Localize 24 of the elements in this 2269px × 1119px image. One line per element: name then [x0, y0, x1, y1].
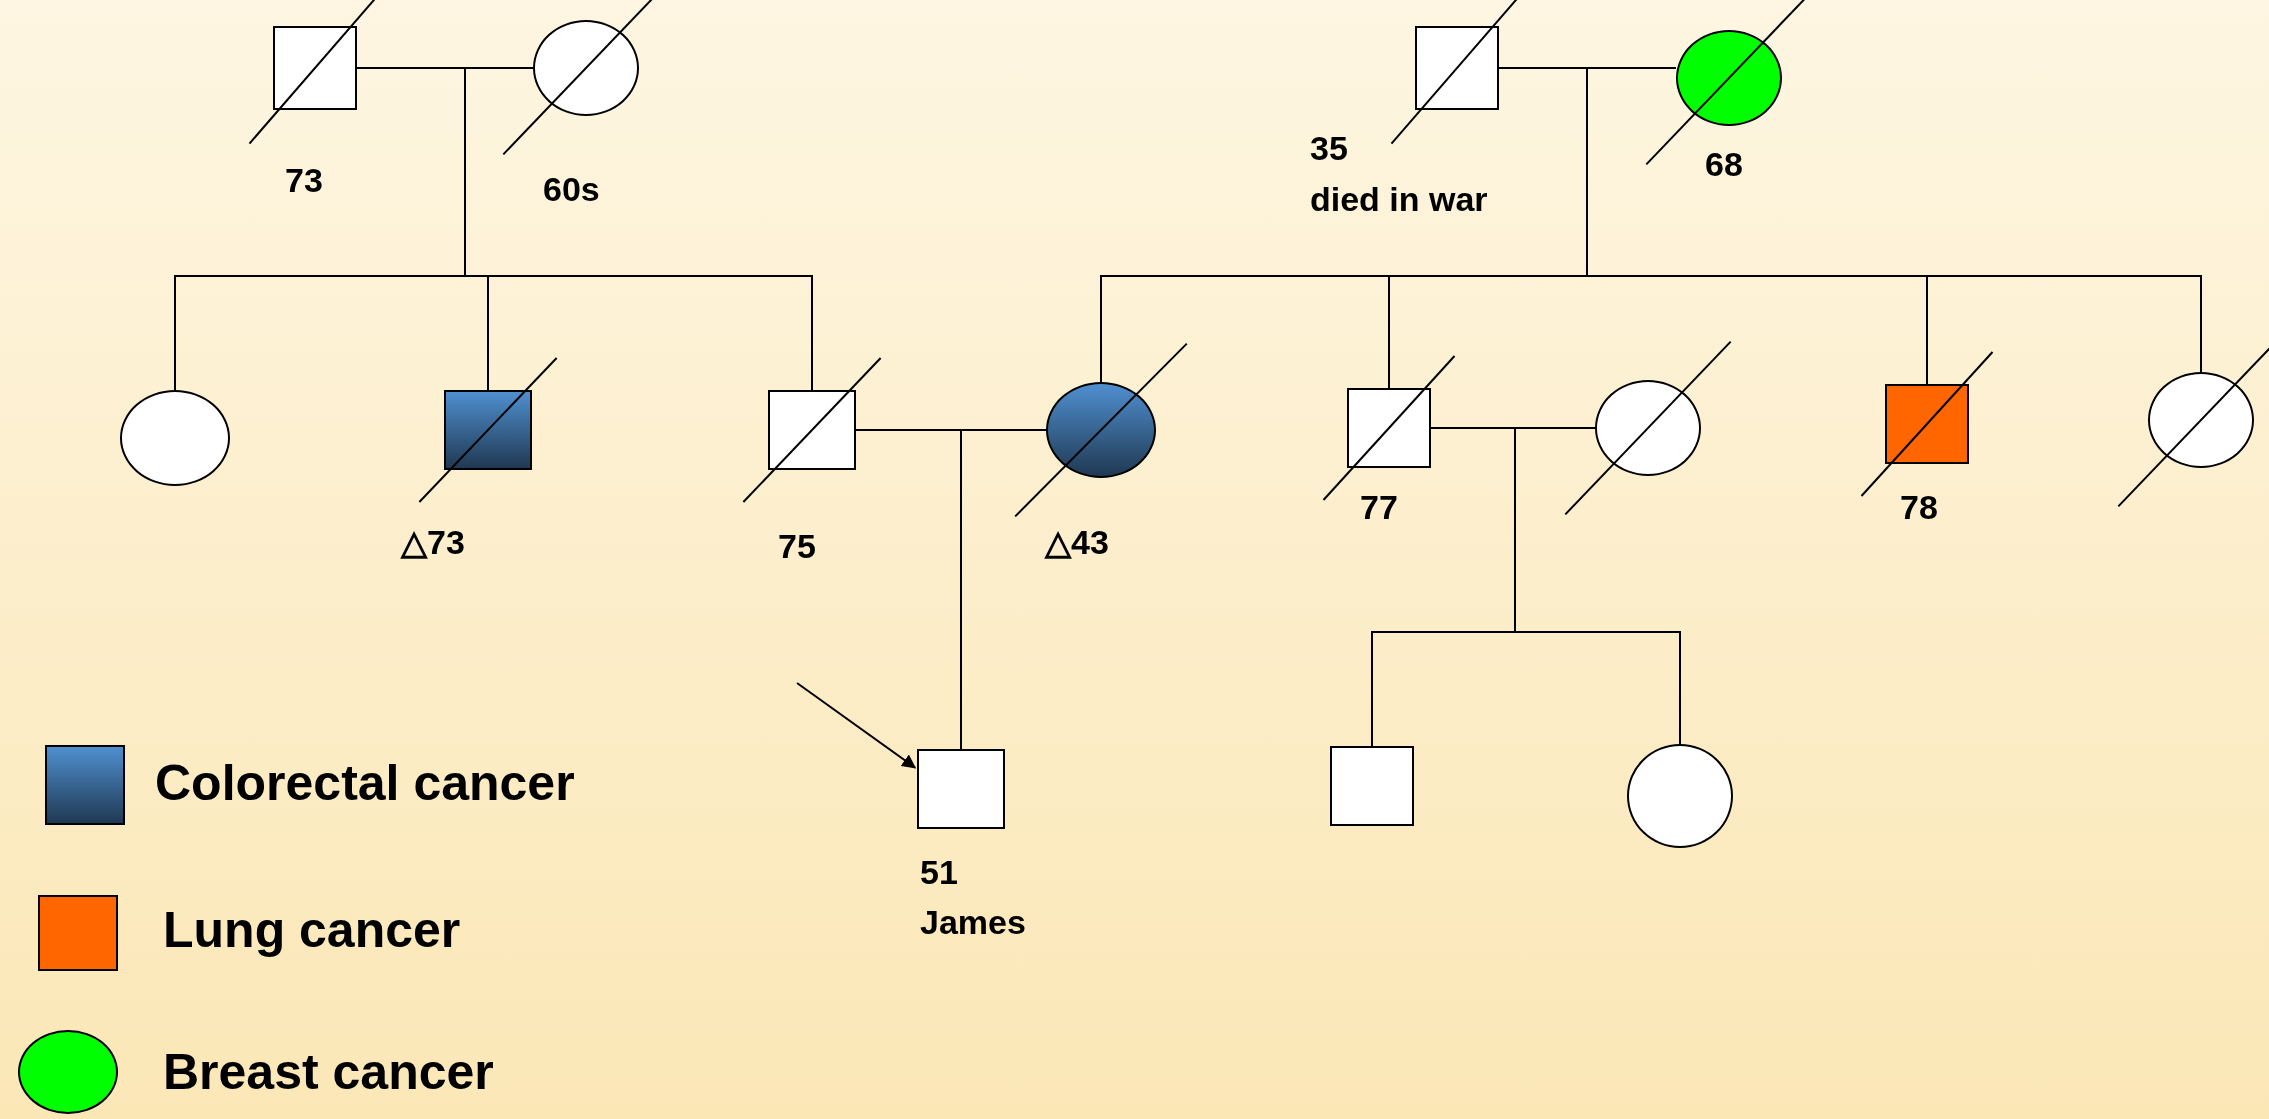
male-symbol	[917, 749, 1005, 829]
age-label: 75	[778, 528, 816, 566]
age-label: 60s	[543, 171, 600, 209]
age-label: 35	[1310, 130, 1348, 168]
age-label: 73	[285, 162, 323, 200]
note-label: died in war	[1310, 181, 1488, 219]
male-symbol	[273, 26, 357, 110]
male-symbol	[1330, 746, 1414, 826]
legend-label: Breast cancer	[163, 1047, 494, 1097]
age-label: △73	[401, 524, 465, 562]
male-symbol	[1885, 384, 1969, 464]
male-symbol	[1415, 26, 1499, 110]
age-label: 77	[1360, 489, 1398, 527]
age-label: 78	[1900, 489, 1938, 527]
legend-label: Lung cancer	[163, 905, 461, 955]
legend-label: Colorectal cancer	[155, 758, 575, 808]
note-label: James	[920, 904, 1026, 942]
age-label: 68	[1705, 146, 1743, 184]
age-label: △43	[1045, 524, 1109, 562]
male-symbol	[1347, 388, 1431, 468]
age-label: 51	[920, 854, 958, 892]
proband-arrow	[796, 682, 917, 769]
male-symbol	[768, 390, 856, 470]
male-symbol	[444, 390, 532, 470]
